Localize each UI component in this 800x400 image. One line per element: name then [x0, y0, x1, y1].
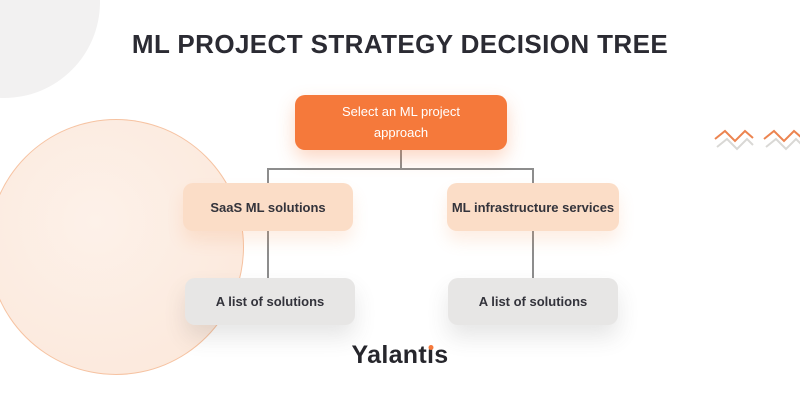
logo-i-dot-icon [428, 345, 434, 350]
tree-node-saas-ml-solutions: SaaS ML solutions [183, 183, 353, 231]
logo-i-stem: ı [426, 341, 435, 369]
zigzag-icon [714, 129, 754, 151]
zigzag-icon [763, 129, 800, 151]
tree-node-ml-infrastructure-services: ML infrastructure services [447, 183, 619, 231]
logo-text-after-i: s [434, 341, 449, 369]
page-title: ML PROJECT STRATEGY DECISION TREE [131, 29, 669, 59]
logo-letter-i: ı [427, 341, 434, 370]
tree-node-root: Select an ML project approach [295, 95, 507, 150]
tree-leaf-saas-solutions-list: A list of solutions [185, 278, 355, 325]
decor-circle-peach [0, 119, 244, 375]
logo-text-before-i: Yalant [351, 341, 427, 369]
tree-leaf-infra-solutions-list: A list of solutions [448, 278, 618, 325]
